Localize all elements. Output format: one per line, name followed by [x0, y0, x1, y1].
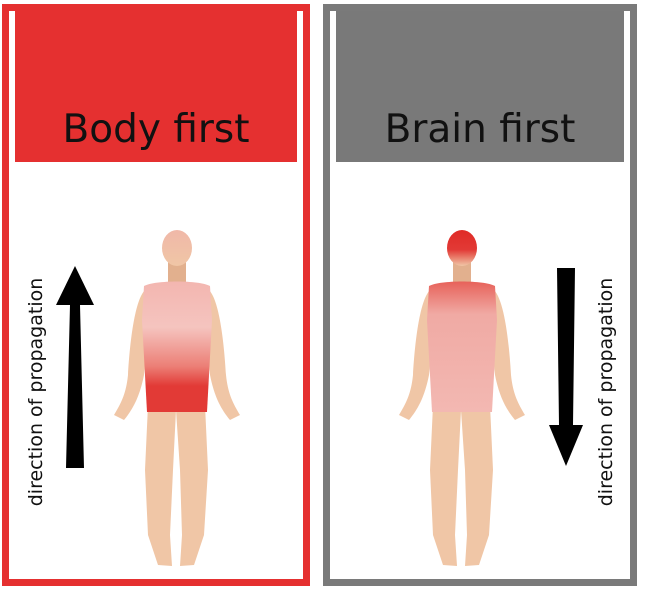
- body-first-title: Body first: [62, 107, 250, 152]
- direction-label-right: direction of propagation: [595, 277, 617, 507]
- brain-first-title: Brain first: [384, 107, 576, 152]
- human-figure-right: [399, 230, 525, 566]
- human-figure-left: [114, 230, 240, 566]
- body-first-header: Body first: [15, 11, 297, 162]
- arrow-up-icon: [56, 266, 94, 468]
- arrow-down-icon: [549, 268, 583, 466]
- direction-label-left: direction of propagation: [25, 277, 47, 507]
- brain-first-header: Brain first: [336, 11, 624, 162]
